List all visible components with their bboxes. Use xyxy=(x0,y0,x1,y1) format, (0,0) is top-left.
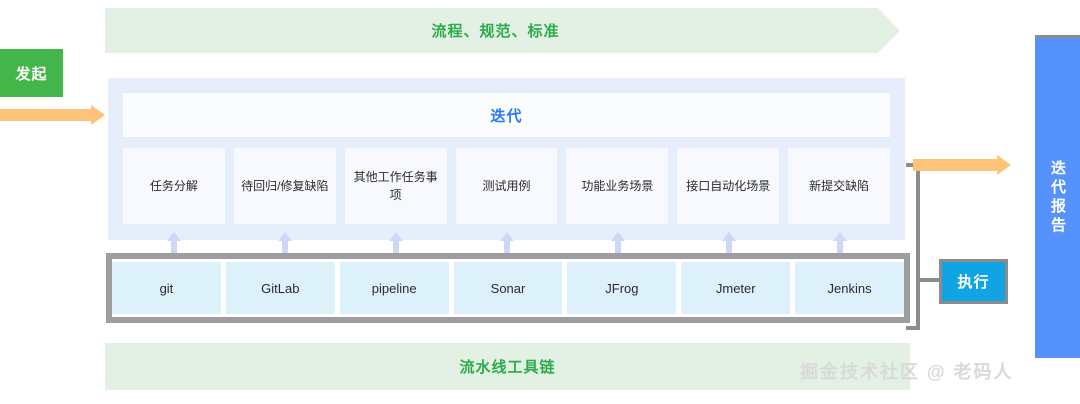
task-card[interactable]: 其他工作任务事项 xyxy=(344,148,447,224)
arrow-tip xyxy=(833,232,847,241)
initiate-arrow-icon xyxy=(0,105,105,125)
connector-up-arrow-icon xyxy=(722,232,736,264)
arrow-tip xyxy=(389,232,403,241)
arrow-stem xyxy=(282,240,288,264)
toolchain-banner-label: 流水线工具链 xyxy=(459,359,556,376)
tool-card[interactable]: GitLab xyxy=(225,262,335,314)
process-standards-label: 流程、规范、标准 xyxy=(431,23,560,40)
iteration-title: 迭代 xyxy=(490,107,523,125)
iteration-report-bar: 迭代报告 xyxy=(1035,35,1080,358)
task-card[interactable]: 待回归/修复缺陷 xyxy=(233,148,336,224)
tool-card[interactable]: git xyxy=(112,262,221,314)
arrow-shaft xyxy=(0,109,93,121)
toolchain-banner: 流水线工具链 xyxy=(105,343,910,390)
task-card[interactable]: 接口自动化场景 xyxy=(677,148,780,224)
execution-bracket xyxy=(916,163,920,330)
arrow-tip xyxy=(278,232,292,241)
watermark: 掘金技术社区 @ 老码人 xyxy=(800,362,1014,382)
task-card[interactable]: 新提交缺陷 xyxy=(788,148,891,224)
execution-bracket-cap-bottom xyxy=(906,326,920,330)
task-card[interactable]: 测试用例 xyxy=(455,148,558,224)
toolchain-row: git GitLab pipeline Sonar JFrog Jmeter J… xyxy=(112,262,905,314)
initiate-box: 发起 xyxy=(0,49,63,97)
arrow-head xyxy=(91,105,105,125)
iteration-header: 迭代 xyxy=(123,93,890,137)
arrow-tip xyxy=(722,232,736,241)
arrow-stem xyxy=(171,240,177,264)
process-standards-banner: 流程、规范、标准 xyxy=(105,8,900,53)
connector-up-arrow-icon xyxy=(389,232,403,264)
arrow-head xyxy=(997,155,1011,175)
tool-card[interactable]: pipeline xyxy=(339,262,449,314)
arrow-shaft xyxy=(913,159,999,171)
connector-up-arrow-icon xyxy=(500,232,514,264)
arrow-stem xyxy=(504,240,510,264)
arrow-stem xyxy=(726,240,732,264)
tool-card[interactable]: Jmeter xyxy=(681,262,791,314)
arrow-stem xyxy=(837,240,843,264)
arrow-stem xyxy=(393,240,399,264)
report-arrow-icon xyxy=(913,155,1011,175)
connector-up-arrow-icon xyxy=(167,232,181,264)
iteration-panel: 迭代 任务分解 待回归/修复缺陷 其他工作任务事项 测试用例 功能业务场景 接口… xyxy=(108,78,905,240)
connector-up-arrow-icon xyxy=(611,232,625,264)
task-card[interactable]: 任务分解 xyxy=(123,148,225,224)
tool-card[interactable]: JFrog xyxy=(567,262,677,314)
tool-card[interactable]: Jenkins xyxy=(795,262,905,314)
iteration-report-label: 迭代报告 xyxy=(1049,160,1066,236)
task-card[interactable]: 功能业务场景 xyxy=(566,148,669,224)
tool-card[interactable]: Sonar xyxy=(453,262,563,314)
connector-up-arrow-icon xyxy=(833,232,847,264)
arrow-tip xyxy=(611,232,625,241)
execute-box: 执行 xyxy=(939,259,1008,304)
execution-bracket-tick xyxy=(920,278,940,282)
iteration-task-row: 任务分解 待回归/修复缺陷 其他工作任务事项 测试用例 功能业务场景 接口自动化… xyxy=(123,148,891,224)
arrow-tip xyxy=(500,232,514,241)
arrow-tip xyxy=(167,232,181,241)
arrow-stem xyxy=(615,240,621,264)
connector-up-arrow-icon xyxy=(278,232,292,264)
